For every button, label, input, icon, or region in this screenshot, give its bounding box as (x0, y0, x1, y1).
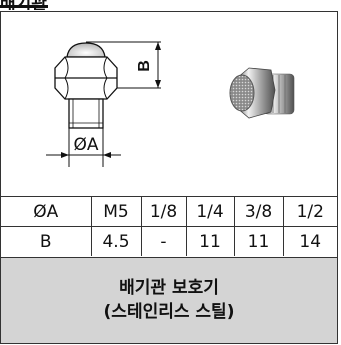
table-cell: 4.5 (90, 226, 141, 256)
dimension-a-label: ØA (73, 135, 98, 155)
filter-dome (66, 42, 106, 58)
table-cell: - (140, 226, 186, 256)
arrowhead-right (103, 152, 111, 158)
arrowhead-top (155, 42, 161, 50)
table-row: B 4.5 - 11 11 14 (1, 226, 337, 256)
dimension-b-label: B (136, 60, 153, 72)
table-row: ØA M5 1/8 1/4 3/8 1/2 (1, 196, 337, 227)
product-caption: 배기관 보호기 (스테인리스 스틸) (1, 257, 337, 343)
table-cell: 14 (282, 226, 337, 256)
product-card: B ØA ØA M5 1/8 1/4 3/8 1/2 B 4.5 - 11 11 (0, 11, 338, 344)
mesh-face (229, 74, 255, 112)
arrowhead-left (61, 152, 69, 158)
table-cell: 3/8 (233, 196, 283, 227)
technical-drawing (46, 41, 161, 167)
caption-line-1: 배기관 보호기 (119, 278, 219, 298)
table-cell: 1/8 (140, 196, 186, 227)
table-cell: B (1, 226, 91, 256)
heading-underline (0, 5, 48, 8)
table-cell: 11 (233, 226, 283, 256)
page-heading-fragment: 배기관 (0, 0, 341, 10)
arrowhead-bottom (155, 80, 161, 88)
table-cell: M5 (90, 196, 141, 227)
size-table: ØA M5 1/8 1/4 3/8 1/2 B 4.5 - 11 11 14 (1, 196, 337, 256)
product-photo (229, 67, 295, 119)
thread-outline (68, 98, 104, 129)
table-cell: 1/4 (185, 196, 234, 227)
table-cell: ØA (1, 196, 91, 227)
caption-line-2: (스테인리스 스틸) (103, 302, 235, 322)
product-figure: B ØA (46, 41, 295, 167)
table-cell: 11 (185, 226, 234, 256)
table-cell: 1/2 (282, 196, 337, 227)
